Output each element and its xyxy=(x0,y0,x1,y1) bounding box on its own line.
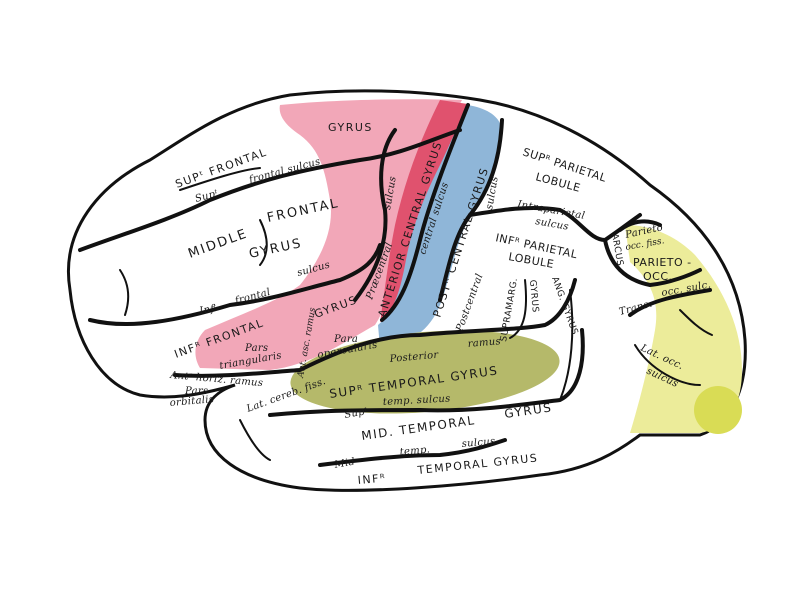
label-pars-opercularis-a: Para xyxy=(333,334,358,345)
occipital-region xyxy=(625,225,742,433)
arcus xyxy=(603,238,702,287)
label-mid-temporal-gyrus: GYRUS xyxy=(503,400,553,421)
label-mid-temp-sulcus-c: sulcus xyxy=(461,436,496,450)
label-pars-orbitalis-b: orbitalis xyxy=(169,394,214,409)
label-supt-temp-sulcus-b: temp. sulcus xyxy=(383,393,451,408)
supramarginal-groove xyxy=(509,279,528,339)
label-pars-triangularis-a: Pars xyxy=(244,343,268,354)
label-parieto-occ-a: PARIETO - xyxy=(633,256,692,269)
label-mid-temp-sulcus-b: temp. xyxy=(399,444,430,458)
transverse-occipital-sulcus xyxy=(628,288,712,317)
temporal-groove xyxy=(239,419,271,461)
frontal-groove-2 xyxy=(119,269,130,316)
parieto-occipital-fissure xyxy=(618,219,662,232)
label-supramarg-gyrus: GYRUS xyxy=(527,279,540,313)
superior-temporal-sulcus xyxy=(268,328,585,417)
precentral-region xyxy=(195,99,462,371)
label-mid-temp-sulcus-a: Mid xyxy=(333,457,356,472)
frontal-groove-3 xyxy=(259,219,268,266)
superior-temporal-gyrus-region xyxy=(290,330,560,414)
label-parieto-occ-b: OCC. xyxy=(643,270,673,283)
label-supt-temp-sulcus-a: Supᵗ xyxy=(344,406,369,421)
middle-temporal-sulcus xyxy=(318,438,507,467)
occipital-pole xyxy=(694,386,742,434)
label-inft-frontal-a: Infᵗ xyxy=(198,303,219,317)
lateral-occipital-sulcus xyxy=(634,344,701,386)
inferior-frontal-sulcus xyxy=(88,243,382,326)
label-posterior-ramus-b: ramus xyxy=(467,336,501,350)
label-infs: INFᴿ xyxy=(357,472,387,487)
superior-frontal-sulcus xyxy=(78,128,462,252)
label-posterior-ramus-a: Posterior xyxy=(388,350,440,365)
angular-groove xyxy=(559,289,574,401)
occipital-groove xyxy=(679,309,713,336)
label-pars-orbitalis-a: Pars xyxy=(184,386,208,397)
frontal-groove-1 xyxy=(179,167,261,191)
label-gyrus-top: GYRUS xyxy=(328,121,373,134)
posterior-central-gyrus-region xyxy=(378,105,502,348)
central-sulcus xyxy=(380,103,470,322)
precentral-sulcus xyxy=(353,128,397,302)
lateral-cerebral-fissure xyxy=(173,278,577,378)
